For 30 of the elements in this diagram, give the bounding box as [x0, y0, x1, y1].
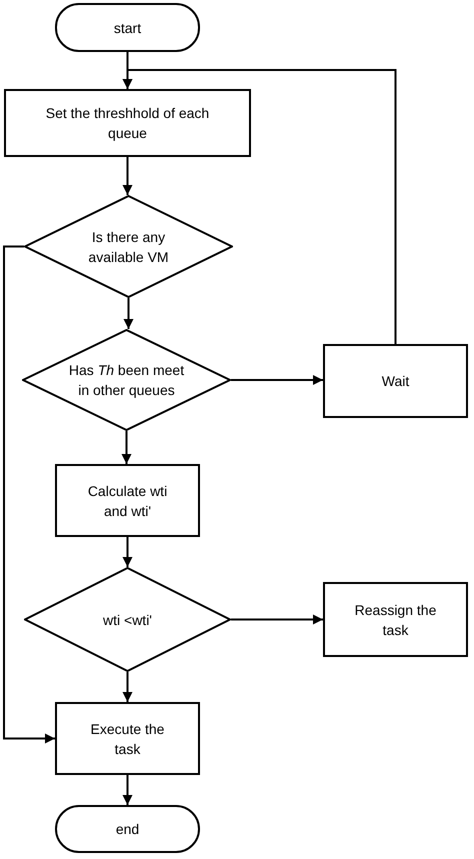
arrow: [122, 672, 132, 702]
arrow: [3, 246, 55, 744]
process-box: [323, 344, 468, 418]
arrow: [231, 614, 323, 624]
arrow: [122, 69, 396, 344]
node-label: wti <wti': [103, 610, 152, 630]
process-box: [55, 702, 200, 775]
arrow: [122, 537, 132, 567]
node-label: Has Th been meet in other queues: [68, 361, 186, 400]
process-box: [323, 582, 468, 657]
decision-diamond: [24, 195, 233, 298]
node-label: end: [114, 820, 140, 839]
process-box: [4, 89, 251, 157]
node-label: Wait: [380, 372, 410, 391]
node-label: Is there any available VM: [87, 228, 170, 266]
arrow: [122, 157, 132, 195]
arrow: [124, 298, 134, 329]
arrow: [122, 431, 132, 464]
arrow: [231, 375, 323, 385]
terminal-node: [55, 3, 200, 52]
terminal-node: [55, 805, 200, 853]
arrow: [122, 775, 132, 805]
node-label: Set the threshhold of each queue: [44, 104, 210, 143]
node-label: start: [112, 18, 142, 38]
decision-diamond: [22, 329, 231, 431]
process-box: [55, 464, 200, 537]
node-label: Execute the task: [90, 720, 166, 758]
decision-diamond: [24, 567, 231, 672]
node-label: Reassign the task: [354, 600, 438, 640]
node-label: Calculate wti and wti': [86, 482, 168, 520]
